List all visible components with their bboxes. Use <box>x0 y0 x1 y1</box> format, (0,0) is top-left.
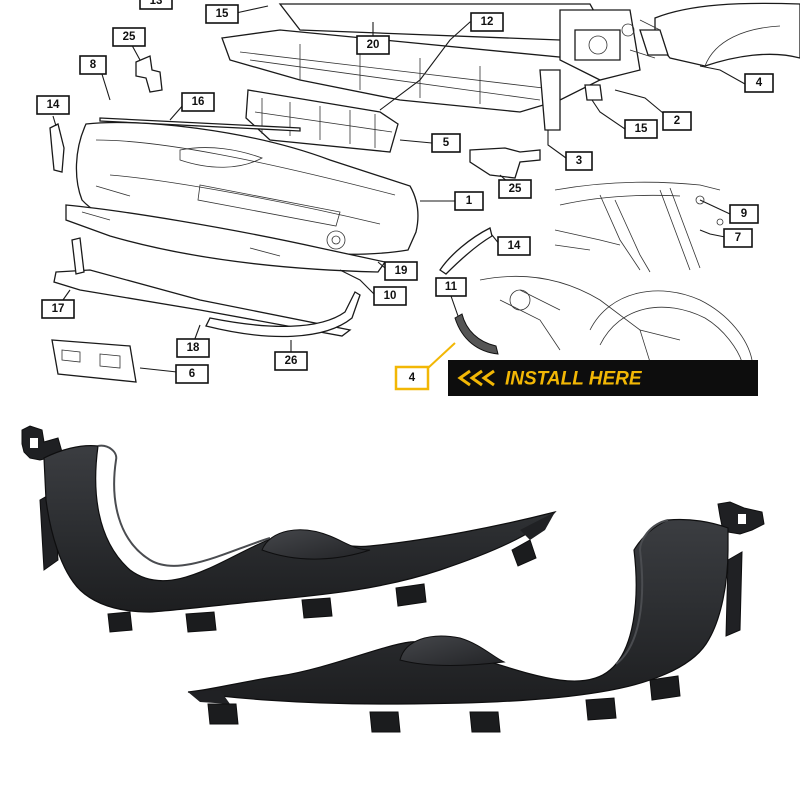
callout-15-top-text: 15 <box>216 8 229 20</box>
triple-chevron-left-icon <box>457 369 495 387</box>
callout-11-text: 11 <box>445 281 458 293</box>
callout-4-highlight: 4 <box>394 365 430 391</box>
callout-20: 20 <box>356 35 390 55</box>
callout-13: 13 <box>139 0 173 10</box>
callout-19: 19 <box>384 261 418 281</box>
inset-seal-detail <box>554 181 724 273</box>
lip-26 <box>205 291 361 338</box>
callout-7: 7 <box>723 228 753 248</box>
callout-13-text: 13 <box>150 0 163 7</box>
callout-17: 17 <box>41 299 75 319</box>
callout-8-text: 8 <box>90 59 97 71</box>
callout-5-text: 5 <box>443 137 450 149</box>
inset-wheelwell-detail <box>479 275 753 363</box>
callout-8: 8 <box>79 55 107 75</box>
callout-1-text: 1 <box>466 195 473 207</box>
callout-6-text: 6 <box>189 368 195 380</box>
callout-1: 1 <box>454 191 484 211</box>
callout-4-top: 4 <box>744 73 774 93</box>
air-dam-17 <box>53 269 352 337</box>
callout-16-text: 16 <box>192 96 205 108</box>
seal-strip-16 <box>99 117 301 132</box>
callout-18: 18 <box>176 338 210 358</box>
callout-7-text: 7 <box>735 232 741 244</box>
callout-5: 5 <box>431 133 461 153</box>
callout-26: 26 <box>274 351 308 371</box>
install-here-banner: INSTALL HERE <box>448 360 758 396</box>
callout-15-top: 15 <box>205 4 239 24</box>
callout-25-top: 25 <box>112 27 146 47</box>
callout-25-mid-text: 25 <box>509 183 522 195</box>
parts-diagram: 13 15 12 25 20 8 4 16 14 2 15 5 3 25 1 9… <box>36 0 800 396</box>
callout-26-text: 26 <box>285 355 298 367</box>
highlighted-part-4 <box>454 313 499 355</box>
license-bracket-6 <box>51 339 137 383</box>
bracket-left <box>21 425 557 633</box>
callout-12: 12 <box>470 12 504 32</box>
callout-19-text: 19 <box>395 265 408 277</box>
spoiler-18 <box>71 237 85 275</box>
callout-18-text: 18 <box>187 342 200 354</box>
bracket-25-top <box>135 55 163 93</box>
callout-10: 10 <box>373 286 407 306</box>
callout-4-top-text: 4 <box>756 77 763 89</box>
side-trim-14-left <box>49 123 65 173</box>
install-leader-line <box>427 342 456 369</box>
callout-25-mid: 25 <box>498 179 532 199</box>
callout-3: 3 <box>565 151 593 171</box>
callout-17-text: 17 <box>52 303 65 315</box>
callout-4-highlight-text: 4 <box>409 372 416 384</box>
reinforcement-assembly <box>221 2 800 131</box>
callout-3-text: 3 <box>576 155 582 167</box>
callout-16: 16 <box>181 92 215 112</box>
callout-9: 9 <box>729 204 759 224</box>
callout-2-text: 2 <box>674 115 680 127</box>
callout-12-text: 12 <box>481 16 494 28</box>
callout-15-right: 15 <box>624 119 658 139</box>
callout-15-right-text: 15 <box>635 123 648 135</box>
callout-14-left: 14 <box>36 95 70 115</box>
callout-20-text: 20 <box>367 39 380 51</box>
callout-14-right-text: 14 <box>508 240 521 252</box>
callout-25-top-text: 25 <box>123 31 136 43</box>
callout-11: 11 <box>435 277 467 297</box>
callout-14-right: 14 <box>497 236 531 256</box>
callout-9-text: 9 <box>741 208 747 220</box>
callout-6: 6 <box>175 364 209 384</box>
install-here-text: INSTALL HERE <box>505 369 643 390</box>
side-trim-14-right <box>439 227 493 275</box>
product-photo <box>21 425 765 733</box>
callout-labels: 13 15 12 25 20 8 4 16 14 2 15 5 3 25 1 9… <box>36 0 774 384</box>
grille-air-guide <box>245 89 399 153</box>
callout-2: 2 <box>662 111 692 131</box>
bracket-25-mid <box>469 147 541 179</box>
bracket-right <box>187 501 765 733</box>
lower-grille-10 <box>65 204 387 273</box>
callout-14-left-text: 14 <box>47 99 60 111</box>
callout-10-text: 10 <box>384 290 397 302</box>
